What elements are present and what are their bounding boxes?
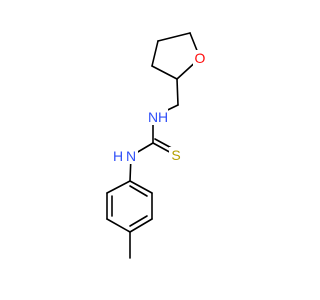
- upper-nitrogen-label: N: [148, 109, 158, 125]
- oxygen-label: O: [195, 50, 206, 66]
- upper-amine-atom: N H: [146, 109, 168, 125]
- sulfur-atom: S: [169, 147, 183, 163]
- sulfur-label: S: [171, 147, 180, 163]
- bond-c3-ch2: [176, 78, 179, 106]
- bond-ring-c1-c2: [157, 32, 191, 42]
- bond-ring-c3-c4: [151, 65, 178, 80]
- bond-ring-c4-c1: [151, 40, 159, 67]
- molecule-structure: O N H N H S: [106, 32, 207, 259]
- tetrahydrofuran-ring: [151, 32, 201, 80]
- lower-nitrogen-label: N: [126, 148, 136, 164]
- lower-amine-atom: N H: [112, 148, 138, 164]
- ring-oxygen-atom: O: [193, 50, 207, 66]
- lower-hydrogen-label: H: [113, 148, 123, 164]
- upper-hydrogen-label: H: [158, 109, 168, 125]
- toluene-ring: [106, 180, 153, 233]
